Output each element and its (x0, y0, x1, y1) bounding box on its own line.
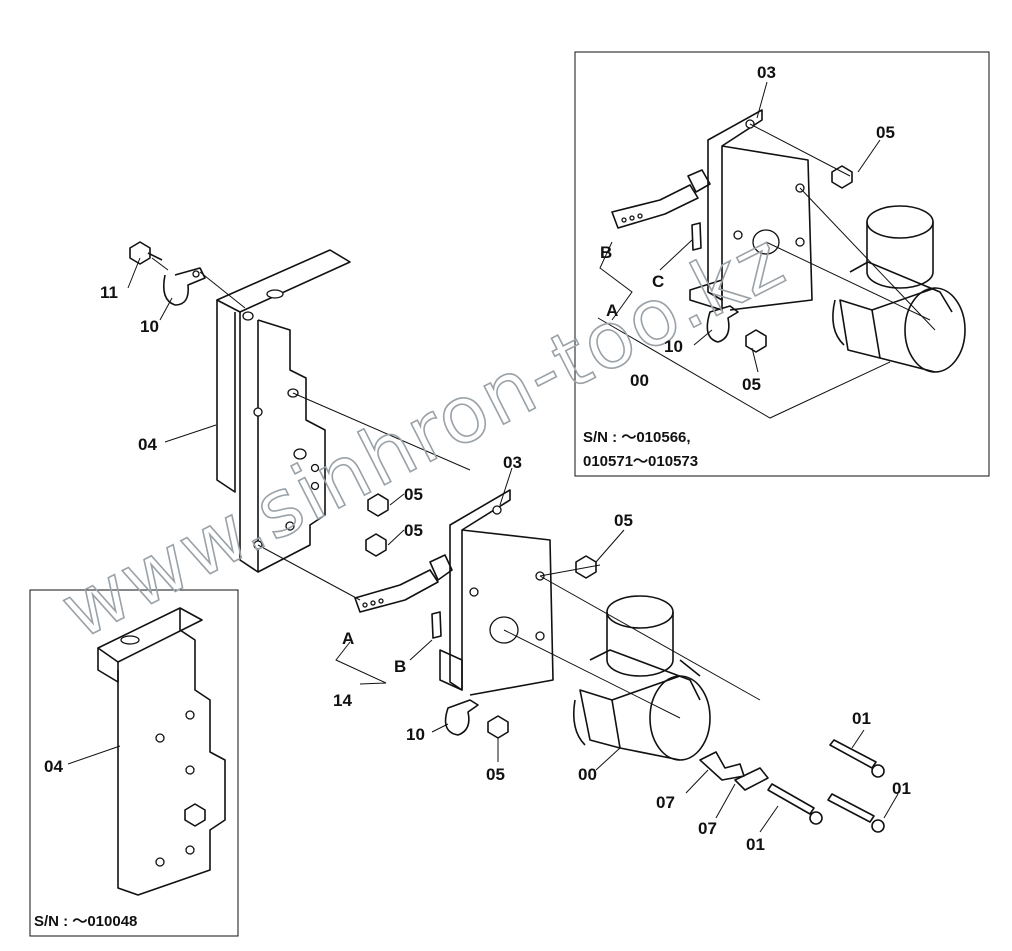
label-04-main: 04 (138, 435, 157, 454)
bracket-03-main (439, 489, 554, 696)
label-01-a: 01 (852, 709, 871, 728)
solenoid-00-main (572, 595, 711, 761)
inset-top-solenoid (832, 205, 966, 373)
inset-top-link-arm (611, 169, 711, 251)
clamp-10-top (162, 267, 206, 306)
sn-inset-bottom: S/N : ～010048 (34, 913, 137, 930)
label-04-inset: 04 (44, 757, 63, 776)
label-05-c: 05 (614, 511, 633, 530)
label-07-a: 07 (656, 793, 675, 812)
label-10-inset: 10 (664, 337, 683, 356)
label-01-c: 01 (746, 835, 765, 854)
label-05-d: 05 (486, 765, 505, 784)
link-arm-main (354, 554, 453, 639)
label-10-top: 10 (140, 317, 159, 336)
sn-inset-top-line1: S/N : ～010566, (583, 429, 691, 446)
label-03-main: 03 (503, 453, 522, 472)
label-b-main: B (394, 657, 406, 676)
inset-bottom-bracket-04 (97, 607, 226, 896)
assembly-lines (151, 123, 936, 719)
clamp-10-lower (444, 699, 479, 736)
label-a-inset: A (606, 301, 618, 320)
leader-lines (67, 81, 899, 833)
inset-frame-bottom (29, 589, 239, 937)
plates-07 (699, 751, 769, 791)
label-00-inset: 00 (630, 371, 649, 390)
inset-frame-top (574, 51, 990, 477)
label-05-b: 05 (404, 521, 423, 540)
label-b-inset: B (600, 243, 612, 262)
bolt-11 (129, 241, 163, 265)
sn-inset-top-line2: 010571～010573 (583, 453, 698, 470)
label-00-main: 00 (578, 765, 597, 784)
screws-01 (767, 739, 885, 833)
label-03-inset: 03 (757, 63, 776, 82)
label-a-main: A (342, 629, 354, 648)
bolts-05-main (365, 493, 597, 739)
part-labels: 03 05 B C A 10 05 00 S/N : ～010566, 0105… (34, 63, 911, 930)
inset-top-bolts (706, 165, 853, 353)
label-05-inset-low: 05 (742, 375, 761, 394)
bracket-04-main (216, 249, 351, 573)
label-11: 11 (100, 283, 118, 302)
label-14: 14 (333, 691, 352, 710)
label-07-b: 07 (698, 819, 717, 838)
label-10-low: 10 (406, 725, 425, 744)
label-05-a: 05 (404, 485, 423, 504)
label-c-inset: C (652, 272, 664, 291)
label-01-b: 01 (892, 779, 911, 798)
label-05-inset-top: 05 (876, 123, 895, 142)
